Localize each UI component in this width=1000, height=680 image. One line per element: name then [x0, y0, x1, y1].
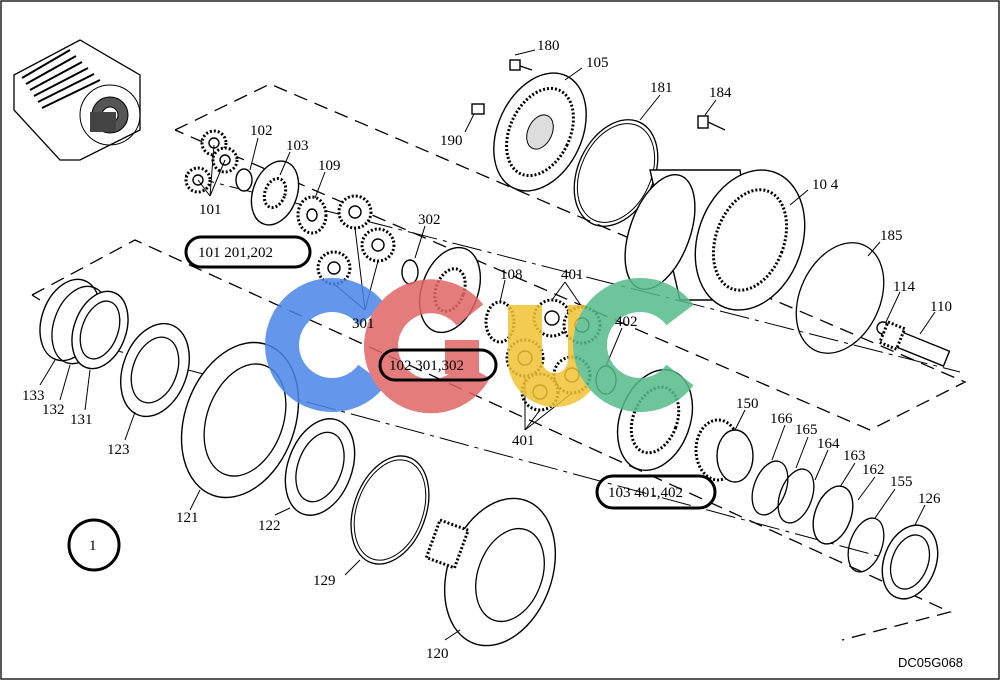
part-102-thrust-washer [235, 168, 253, 192]
part-184-bolt [697, 115, 726, 131]
label-109: 109 [318, 158, 341, 174]
label-129: 129 [313, 573, 336, 589]
part-129-seal-ring [350, 455, 430, 565]
label-114: 114 [893, 279, 915, 295]
part-126-lock-nut [881, 524, 939, 600]
label-104: 10 4 [812, 177, 839, 193]
part-103-carrier [250, 160, 300, 226]
part-165-seal [777, 468, 815, 524]
label-163: 163 [843, 448, 866, 464]
label-126: 126 [918, 491, 941, 507]
label-102: 102 [250, 123, 273, 139]
part-121-hub [180, 341, 300, 499]
part-104-ring-gear [624, 169, 806, 311]
part-180-bolt [509, 59, 533, 71]
part-301-planet-gears [316, 194, 396, 286]
label-302: 302 [418, 212, 441, 228]
label-120: 120 [426, 646, 449, 662]
view-number-circle [67, 518, 121, 572]
label-133: 133 [22, 388, 45, 404]
assembly-callout-3 [595, 474, 717, 510]
part-166-seal [751, 460, 789, 516]
upper-assembly-outline [174, 83, 967, 431]
label-108: 108 [500, 267, 523, 283]
label-401-lower: 401 [512, 433, 535, 449]
part-123-bearing [120, 322, 190, 418]
label-103: 103 [286, 138, 309, 154]
part-302-washer [401, 259, 419, 285]
label-165: 165 [795, 422, 818, 438]
label-181: 181 [650, 80, 673, 96]
assembly-label-2: 102 301,302 [389, 358, 464, 374]
part-133-131-seal-set [39, 278, 129, 370]
label-123: 123 [107, 442, 130, 458]
part-163-ring [812, 485, 854, 545]
part-120-sprocket-hub [424, 497, 557, 647]
label-190: 190 [440, 133, 463, 149]
cgc-watermark [265, 278, 694, 414]
label-164: 164 [817, 436, 840, 452]
assembly-label-3: 103 401,402 [608, 485, 683, 501]
label-110: 110 [930, 299, 952, 315]
part-155-snap-ring [847, 517, 885, 573]
part-110-shaft [877, 320, 951, 367]
label-401-upper: 401 [561, 267, 584, 283]
label-150: 150 [736, 396, 759, 412]
label-402: 402 [615, 314, 638, 330]
label-185: 185 [880, 228, 903, 244]
label-131: 131 [70, 412, 93, 428]
label-132: 132 [42, 402, 65, 418]
label-101: 101 [199, 202, 222, 218]
part-150-spline-gear [694, 418, 754, 483]
part-185-o-ring [795, 242, 885, 354]
label-162: 162 [862, 462, 885, 478]
drawing-code: DC05G068 [898, 655, 963, 670]
label-166: 166 [770, 411, 793, 427]
label-121: 121 [176, 510, 199, 526]
label-184: 184 [709, 85, 732, 101]
lower-assembly-outline [31, 239, 952, 641]
view-number: 1 [89, 538, 97, 554]
part-122-bearing [284, 418, 356, 516]
label-122: 122 [258, 518, 281, 534]
part-105-cover [493, 72, 587, 192]
assembly-callout-2 [378, 348, 498, 382]
part-190-plug [471, 103, 485, 115]
assembly-callout-1 [184, 235, 312, 269]
track-drive-thumbnail [13, 39, 141, 161]
label-180: 180 [537, 38, 560, 54]
part-109-sun-gear [296, 195, 328, 235]
label-105: 105 [586, 55, 609, 71]
assembly-label-1: 101 201,202 [198, 245, 273, 261]
label-301: 301 [352, 316, 375, 332]
upper-axis [184, 174, 961, 373]
label-155: 155 [890, 474, 913, 490]
